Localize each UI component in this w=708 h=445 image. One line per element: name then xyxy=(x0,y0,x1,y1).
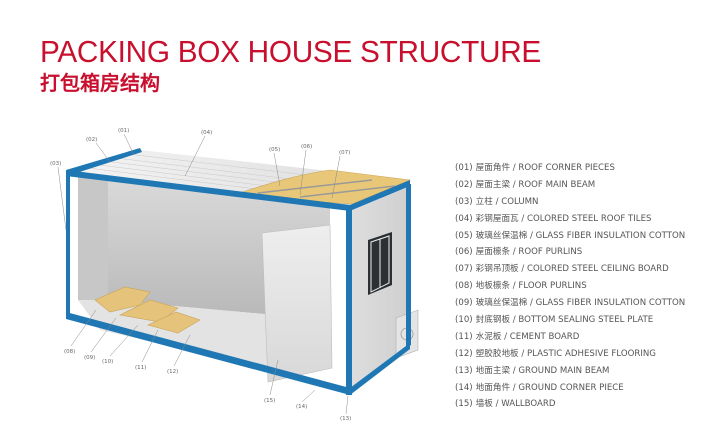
roof-insulation xyxy=(229,169,412,205)
interior-side-wall xyxy=(78,170,108,300)
callout-04: (04) xyxy=(201,130,212,136)
parts-legend: (01)屋面角件 / ROOF CORNER PIECES (02)屋面主梁 /… xyxy=(455,160,685,413)
callout-05: (05) xyxy=(269,147,280,153)
callout-08: (08) xyxy=(64,349,75,355)
callout-07: (07) xyxy=(339,150,350,156)
legend-item: (04)彩钢屋面瓦 / COLORED STEEL ROOF TILES xyxy=(455,213,652,224)
legend-item: (12)塑胶胶地板 / PLASTIC ADHESIVE FLOORING xyxy=(455,348,656,359)
callout-02: (02) xyxy=(86,137,97,143)
callout-10: (10) xyxy=(102,359,113,365)
legend-item: (15)墙板 / WALLBOARD xyxy=(455,399,556,410)
callout-leaders xyxy=(57,133,349,415)
legend-item: (08)地板檩条 / FLOOR PURLINS xyxy=(455,281,587,292)
end-wall xyxy=(350,186,410,395)
legend-item: (14)地面角件 / GROUND CORNER PIECE xyxy=(455,382,624,393)
legend-item: (07)彩钢吊顶板 / COLORED STEEL CEILING BOARD xyxy=(455,264,669,275)
legend-item: (11)水泥板 / CEMENT BOARD xyxy=(455,331,580,342)
legend-item: (01)屋面角件 / ROOF CORNER PIECES xyxy=(455,163,615,173)
legend-item: (02)屋面主梁 / ROOF MAIN BEAM xyxy=(455,179,596,190)
callout-11: (11) xyxy=(135,365,146,371)
legend-item: (10)封底钢板 / BOTTOM SEALING STEEL PLATE xyxy=(455,315,654,326)
columns xyxy=(66,172,411,395)
page-title: PACKING BOX HOUSE STRUCTURE xyxy=(40,34,541,69)
legend-item: (09)玻璃丝保温棉 / GLASS FIBER INSULATION COTT… xyxy=(455,298,686,309)
wallboard xyxy=(261,224,333,383)
page-subtitle: 打包箱房结构 xyxy=(40,71,160,95)
callout-06: (06) xyxy=(301,144,312,150)
callout-01: (01) xyxy=(118,128,129,134)
window xyxy=(368,232,392,295)
legend-item: (06)屋面檩条 / ROOF PURLINS xyxy=(455,247,583,258)
legend-item: (13)地面主梁 / GROUND MAIN BEAM xyxy=(455,365,610,376)
callout-12: (12) xyxy=(167,369,178,375)
ground-main-beam xyxy=(66,312,410,395)
callout-15: (15) xyxy=(264,398,275,404)
callout-13: (13) xyxy=(340,416,351,422)
callout-14: (14) xyxy=(296,404,307,410)
legend-item: (03)立柱 / COLUMN xyxy=(455,196,539,207)
container-house-illustration: (01) (02) (03) (04) (05) (06) (07) (08) … xyxy=(50,128,419,422)
floor-insulation xyxy=(94,286,201,334)
callout-03: (03) xyxy=(50,161,61,167)
legend-item: (05)玻璃丝保温棉 / GLASS FIBER INSULATION COTT… xyxy=(455,230,686,241)
callout-09: (09) xyxy=(84,355,95,361)
roof-main-beam xyxy=(66,148,410,211)
roof-purlins xyxy=(257,179,396,198)
